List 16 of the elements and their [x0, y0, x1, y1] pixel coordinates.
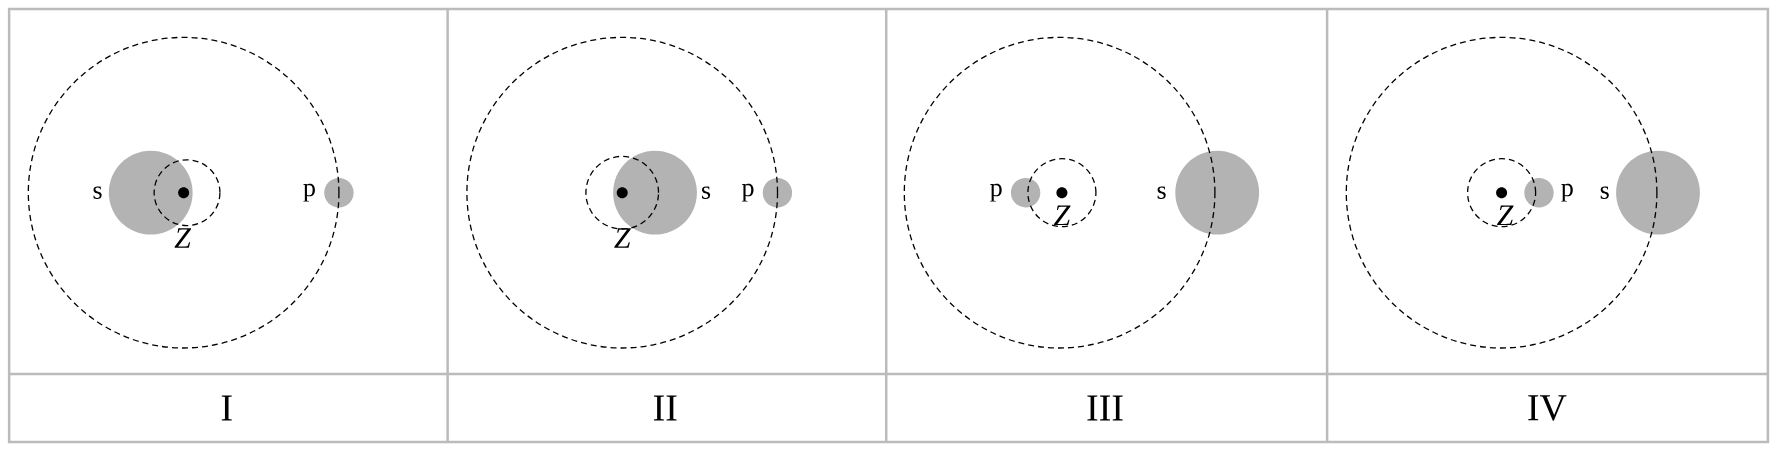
- panel-number: IV: [1528, 395, 1567, 421]
- letter-label: s: [93, 186, 102, 199]
- letter-label: p: [1561, 183, 1573, 202]
- letter-label: s: [1157, 186, 1166, 199]
- panel-number: I: [221, 395, 232, 421]
- letter-label: p: [990, 183, 1002, 202]
- letter-label: Z: [614, 228, 631, 248]
- letter-label: Z: [1497, 205, 1514, 226]
- letter-label: p: [741, 183, 754, 202]
- letter-label: s: [702, 186, 711, 199]
- panel-number: III: [1087, 395, 1123, 421]
- panel-number: II: [653, 395, 677, 421]
- letter-label: Z: [1053, 205, 1071, 226]
- letter-label: p: [303, 183, 315, 202]
- letter-label: s: [1600, 186, 1609, 199]
- letter-label: Z: [174, 228, 192, 248]
